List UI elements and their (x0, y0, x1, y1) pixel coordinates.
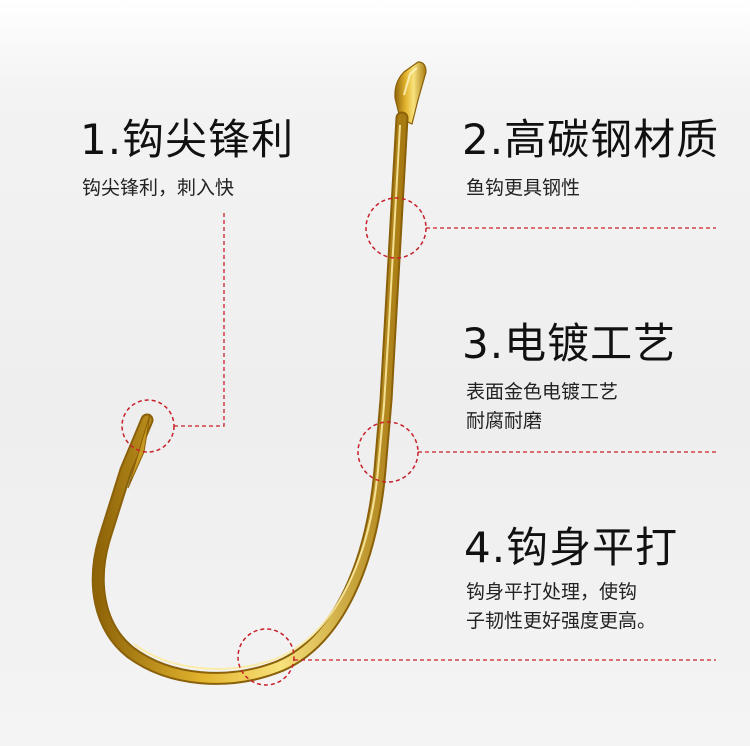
feature-title-flattened: 4.钩身平打 (464, 523, 679, 572)
hook-eye (394, 61, 427, 125)
feature-desc-line: 钩身平打处理，使钩 (466, 581, 638, 603)
feature-desc-flattened: 钩身平打处理，使钩 子韧性更好强度更高。 (466, 578, 656, 636)
callout-line-point (174, 210, 225, 427)
feature-desc-plating: 表面金色电镀工艺 耐腐耐磨 (466, 378, 618, 436)
feature-desc-sharp-point: 钩尖锋利，刺入快 (82, 174, 234, 203)
feature-desc-carbon-steel: 鱼钩更具钢性 (466, 174, 580, 203)
feature-title-plating: 3.电镀工艺 (462, 319, 677, 368)
feature-desc-line: 子韧性更好强度更高。 (466, 610, 657, 632)
feature-title-sharp-point: 1.钩尖锋利 (80, 115, 295, 164)
feature-desc-line: 耐腐耐磨 (466, 410, 543, 432)
callout-circle-flatten (237, 628, 295, 686)
feature-desc-line: 表面金色电镀工艺 (466, 381, 619, 403)
callout-lines (174, 210, 716, 661)
feature-desc-line: 钩尖锋利，刺入快 (82, 177, 235, 199)
feature-desc-line: 鱼钩更具钢性 (466, 177, 581, 199)
feature-title-carbon-steel: 2.高碳钢材质 (462, 115, 720, 164)
